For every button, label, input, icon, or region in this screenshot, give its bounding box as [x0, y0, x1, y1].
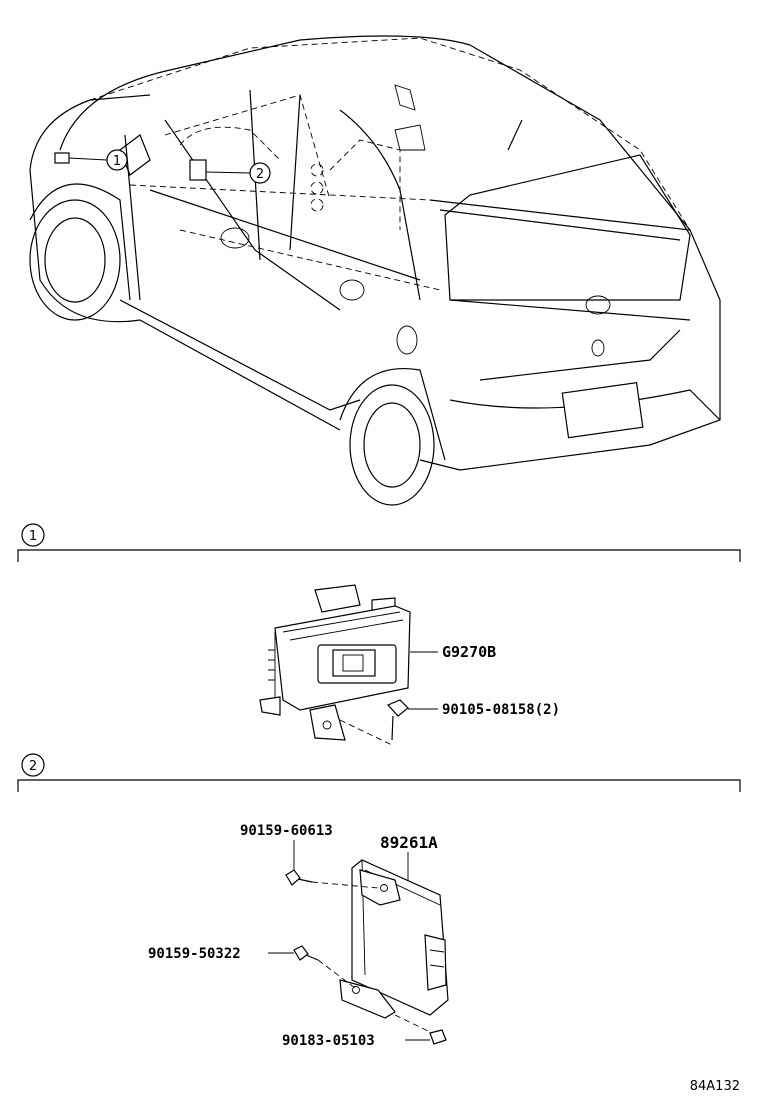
part-number-89261a: 89261A	[380, 833, 438, 852]
nut-90183-05103	[394, 1014, 447, 1045]
module-g9270b	[259, 584, 438, 741]
diagram-code: 84A132	[690, 1079, 740, 1094]
section-1: 1 G9270B 90105-08158(2)	[17, 523, 741, 746]
section-2: 2 90159-60613 89261A	[17, 753, 741, 1049]
part-number-90159-50322: 90159-50322	[148, 946, 241, 962]
section-1-marker: 1	[29, 529, 37, 544]
overview-callout-1: 1	[113, 154, 121, 169]
module-89261a	[339, 859, 449, 1019]
part-number-90105-08158: 90105-08158(2)	[442, 702, 560, 718]
part-number-90159-60613: 90159-60613	[240, 823, 333, 839]
bolt-90105-08158	[339, 699, 438, 746]
overview-callout-2: 2	[256, 167, 264, 182]
bolt-90159-60613	[285, 869, 379, 889]
vehicle-overview: 1 2	[29, 35, 721, 506]
part-number-g9270b: G9270B	[442, 643, 496, 661]
part-number-90183-05103: 90183-05103	[282, 1033, 375, 1049]
bolt-90159-50322	[268, 945, 356, 989]
section-2-marker: 2	[29, 759, 37, 774]
